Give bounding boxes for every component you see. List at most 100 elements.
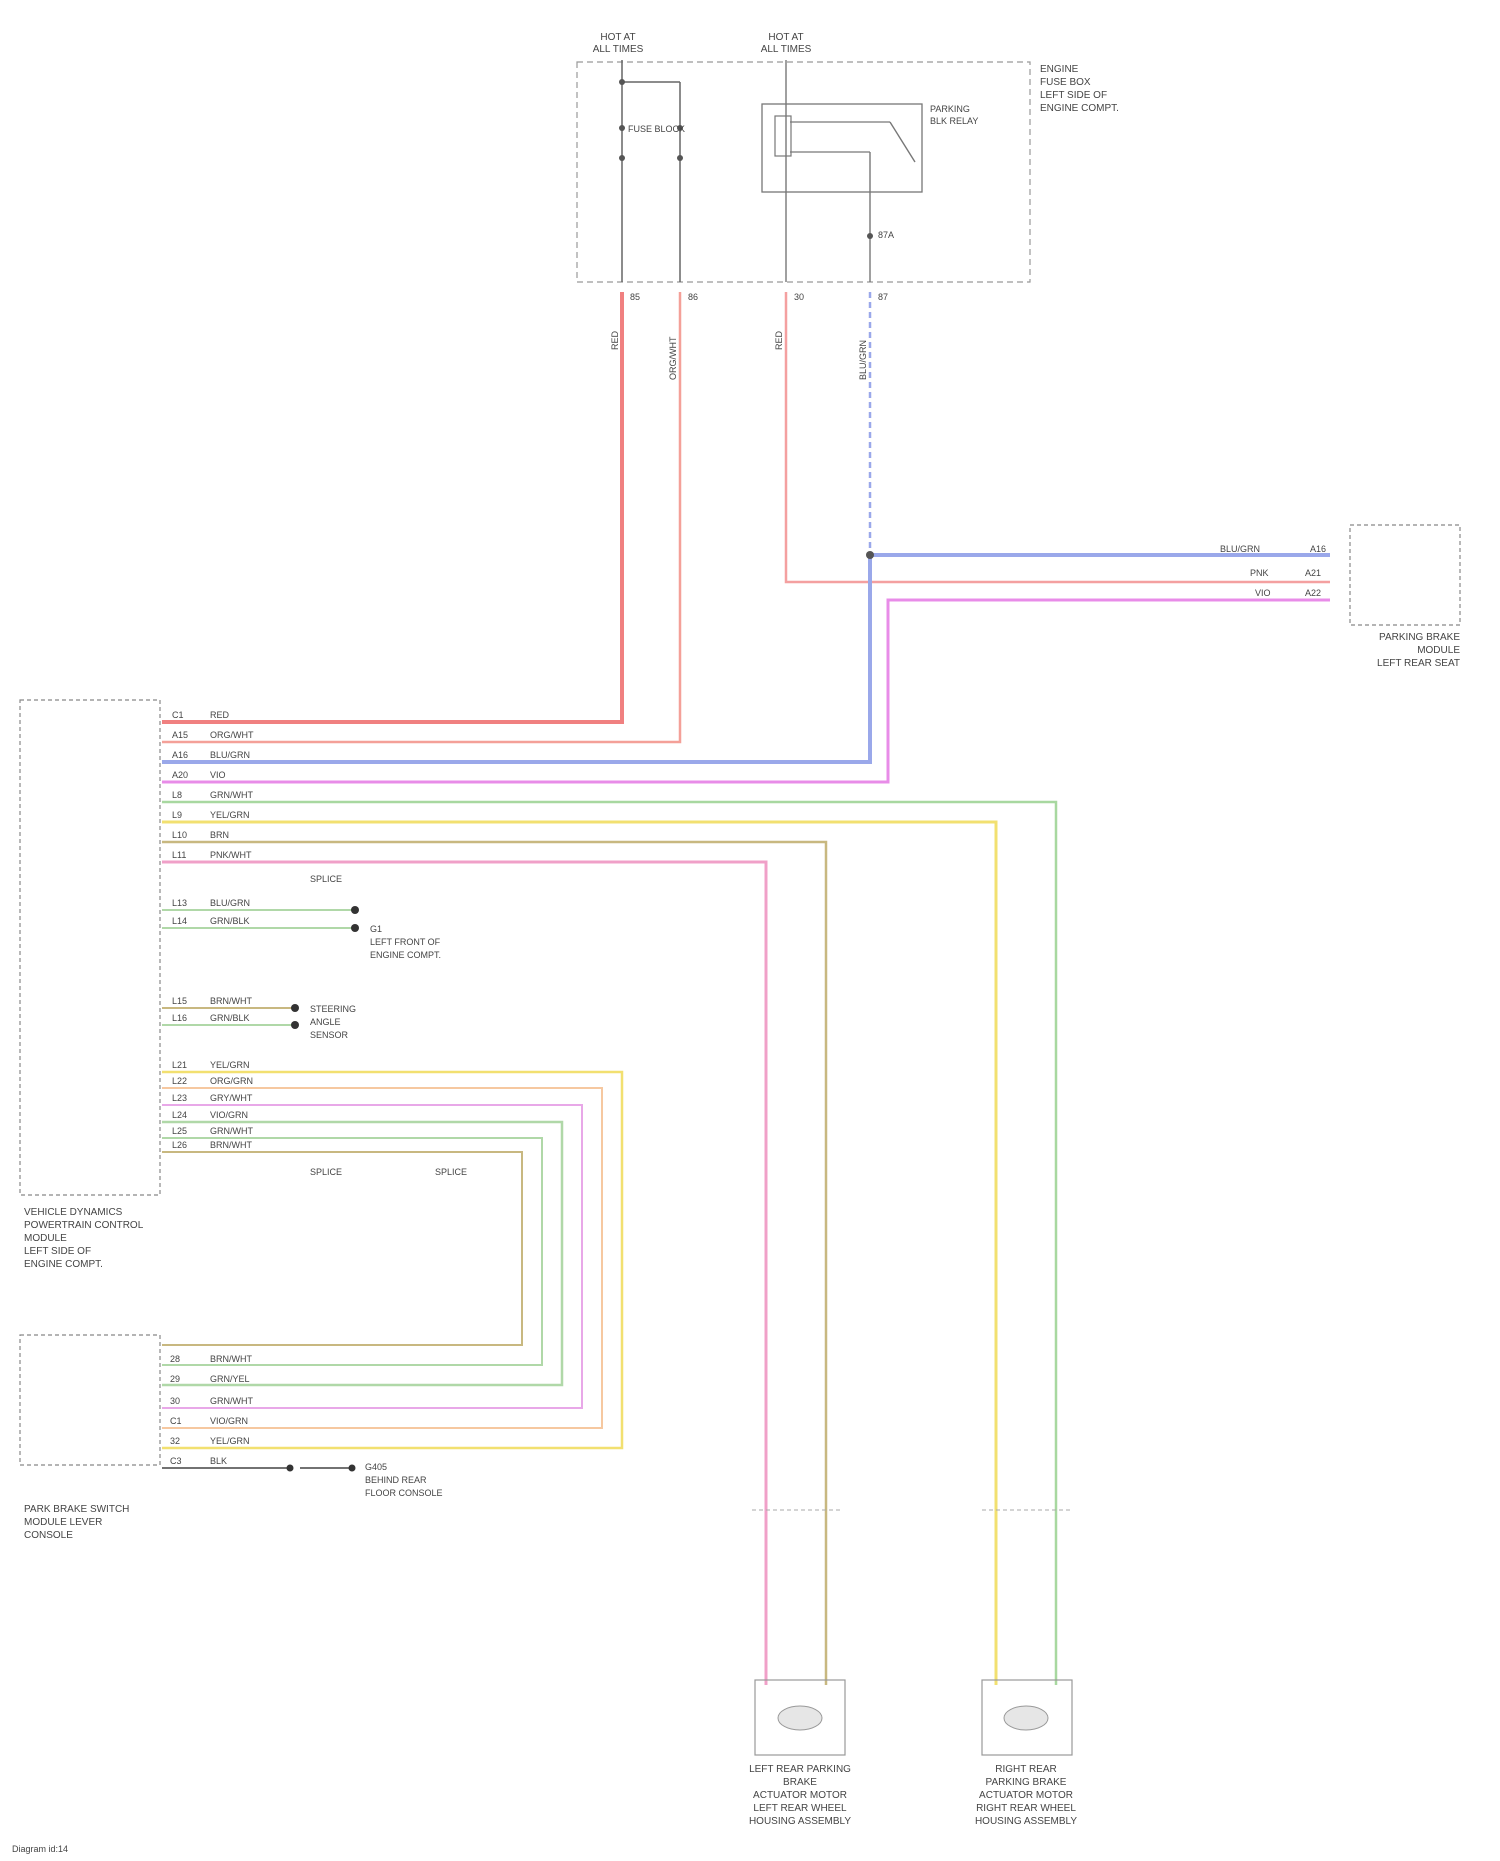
- left-module-label-2: POWERTRAIN CONTROL: [24, 1220, 144, 1231]
- ground-node: [351, 924, 359, 932]
- fuse-right-label-1: HOT AT: [768, 32, 803, 43]
- mid-ground-label-2: LEFT FRONT OF: [370, 937, 441, 947]
- fuse-box-label-4: ENGINE COMPT.: [1040, 103, 1119, 114]
- sw-module-label-1: PARK BRAKE SWITCH: [24, 1504, 129, 1515]
- sensor-left-label: BRAKE: [783, 1777, 817, 1788]
- ground-node: [349, 1465, 356, 1472]
- left-pin-label: L9: [172, 810, 182, 820]
- right-module-box: [1350, 525, 1460, 625]
- sensor-left-label: HOUSING ASSEMBLY: [749, 1816, 851, 1827]
- cpd-wire-label: BLU/GRN: [858, 340, 868, 380]
- pin-label: 30: [794, 292, 804, 302]
- relay-label-1: PARKING: [930, 104, 970, 114]
- left-pin-label: A15: [172, 730, 188, 740]
- left-module-label-1: VEHICLE DYNAMICS: [24, 1207, 123, 1218]
- switch-wire-label: BLK: [210, 1456, 227, 1466]
- right-actuator-motor-icon: [1004, 1706, 1048, 1730]
- fuse-box-label-3: LEFT SIDE OF: [1040, 90, 1107, 101]
- fuse-box-label-1: ENGINE: [1040, 64, 1079, 75]
- relay-coil: [775, 116, 791, 156]
- left-wire-label: VIO: [210, 770, 226, 780]
- right-wire-label: VIO: [1255, 588, 1271, 598]
- wire-red: [162, 292, 622, 722]
- left-pin-label: L11: [172, 850, 186, 860]
- sensor-right-label: RIGHT REAR: [995, 1764, 1057, 1775]
- sas-node: [291, 1004, 299, 1012]
- switch-pin-label: 30: [170, 1396, 180, 1406]
- wire-brown: [162, 842, 826, 1685]
- switch-pin-label: 32: [170, 1436, 180, 1446]
- ground2-label-1: G405: [365, 1462, 387, 1472]
- left-module-label-4: LEFT SIDE OF: [24, 1246, 91, 1257]
- left-pin-label: L13: [172, 898, 187, 908]
- fuse-block-label: FUSE BLOCK: [628, 124, 685, 134]
- left-module-box: [20, 700, 160, 1195]
- left-wire-label: ORG/WHT: [210, 730, 254, 740]
- left-pin-label: L14: [172, 916, 187, 926]
- sensor-right-label: HOUSING ASSEMBLY: [975, 1816, 1077, 1827]
- sw-module-label-3: CONSOLE: [24, 1530, 73, 1541]
- left-actuator-motor-icon: [778, 1706, 822, 1730]
- left-wire-label: GRN/WHT: [210, 790, 253, 800]
- mid-ground-label-3: ENGINE COMPT.: [370, 950, 441, 960]
- left-pin-label: L10: [172, 830, 187, 840]
- fuse-box-label-2: FUSE BOX: [1040, 77, 1091, 88]
- pin-label: 87: [878, 292, 888, 302]
- left-pin-label: L23: [172, 1093, 187, 1103]
- left-wire-label: VIO/GRN: [210, 1110, 248, 1120]
- splice-label-2: SPLICE: [310, 1167, 342, 1177]
- splice-node: [866, 551, 874, 559]
- left-pin-label: L8: [172, 790, 182, 800]
- cpd-wire-label: ORG/WHT: [668, 336, 678, 380]
- relay-label-2: BLK RELAY: [930, 116, 978, 126]
- ground-node: [287, 1465, 294, 1472]
- left-pin-label: L25: [172, 1126, 187, 1136]
- left-wire-label: BLU/GRN: [210, 898, 250, 908]
- left-pin-label: L26: [172, 1140, 187, 1150]
- left-wire-label: GRN/WHT: [210, 1126, 253, 1136]
- switch-module-box: [20, 1335, 160, 1465]
- left-module-label-5: ENGINE COMPT.: [24, 1259, 103, 1270]
- pin-label: 85: [630, 292, 640, 302]
- right-module-label-3: LEFT REAR SEAT: [1377, 658, 1460, 669]
- switch-wire-label: GRN/WHT: [210, 1396, 253, 1406]
- left-pin-label: L15: [172, 996, 187, 1006]
- mid-ground-label-1: G1: [370, 924, 382, 934]
- sensor-left-label: LEFT REAR PARKING: [749, 1764, 851, 1775]
- switch-pin-label: C3: [170, 1456, 182, 1466]
- left-pin-label: L16: [172, 1013, 187, 1023]
- fuse-icon: [677, 155, 683, 161]
- left-wire-label: RED: [210, 710, 230, 720]
- fuse-icon: [619, 155, 625, 161]
- ground-node: [351, 906, 359, 914]
- splice-label: SPLICE: [310, 874, 342, 884]
- switch-pin-label: 28: [170, 1354, 180, 1364]
- left-pin-label: L24: [172, 1110, 187, 1120]
- left-module-label-3: MODULE: [24, 1233, 67, 1244]
- sensor-right-label: PARKING BRAKE: [986, 1777, 1067, 1788]
- left-wire-label: BRN/WHT: [210, 1140, 252, 1150]
- switch-pin-label: C1: [170, 1416, 182, 1426]
- sensor-right-label: ACTUATOR MOTOR: [979, 1790, 1073, 1801]
- fuse-right-pin: 87A: [878, 230, 894, 240]
- sensor-left-label: LEFT REAR WHEEL: [753, 1803, 847, 1814]
- right-module-label-1: PARKING BRAKE: [1379, 632, 1460, 643]
- ground2-label-2: BEHIND REAR: [365, 1475, 427, 1485]
- right-pin-label: A21: [1305, 568, 1321, 578]
- steering-label-1: STEERING: [310, 1004, 356, 1014]
- switch-wire-label: BRN/WHT: [210, 1354, 252, 1364]
- wire-green: [162, 802, 1056, 1685]
- wire-orange-white: [162, 292, 680, 742]
- relay-switch: [890, 122, 915, 162]
- right-pin-label: A16: [1310, 544, 1326, 554]
- wire-yellow: [162, 822, 996, 1685]
- left-wire-label: YEL/GRN: [210, 810, 250, 820]
- sw-module-label-2: MODULE LEVER: [24, 1517, 102, 1528]
- left-pin-label: L22: [172, 1076, 187, 1086]
- left-wire-label: GRY/WHT: [210, 1093, 253, 1103]
- wire-violet: [162, 600, 1330, 782]
- can-wire-green2: [162, 1138, 542, 1365]
- left-wire-label: GRN/BLK: [210, 1013, 250, 1023]
